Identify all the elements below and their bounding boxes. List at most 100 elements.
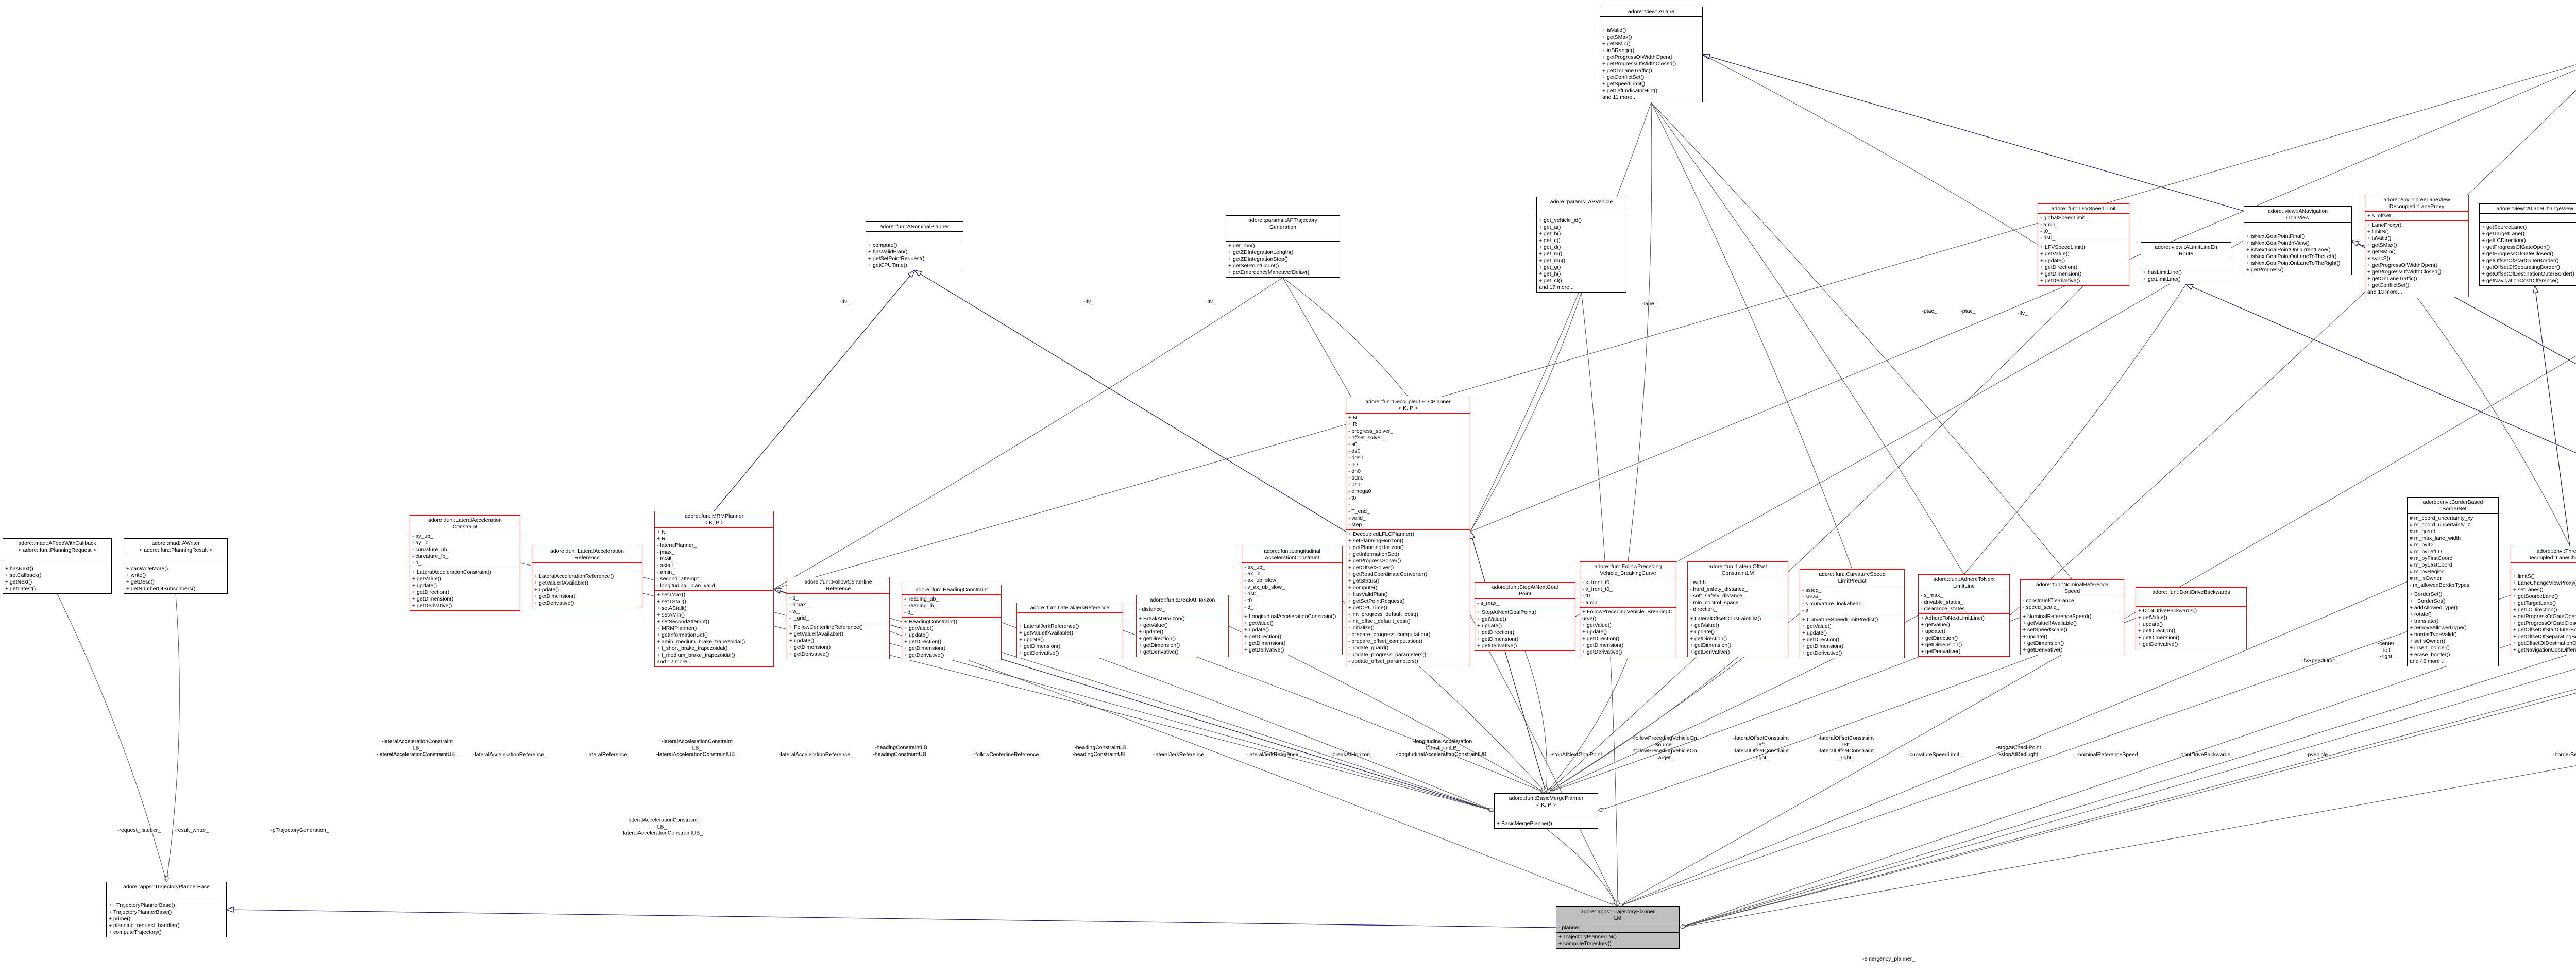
- attribute-row: - progress_solver_: [1348, 428, 1393, 434]
- class-node-apvehicle[interactable]: adore::params::APVehicle+ get_vehicle_id…: [1536, 197, 1626, 293]
- class-node-alane[interactable]: adore::view::ALane+ isValid()+ getSMax()…: [1600, 7, 1703, 102]
- edge-assoc: [1680, 766, 2576, 928]
- class-node-dlflc[interactable]: adore::fun::DecoupledLFLCPlanner < K, P …: [1346, 397, 1470, 666]
- method-row: + hasLimitLine(): [2143, 269, 2182, 276]
- class-node-tplm[interactable]: adore::apps::TrajectoryPlanner LM- plann…: [1556, 906, 1680, 949]
- method-row: + getDimension(): [1802, 643, 1844, 649]
- method-row: + getInformationSet(): [1348, 551, 1399, 557]
- method-row: + getOffsetOfStartOuterBorder(): [2513, 627, 2576, 633]
- class-node-afeedcb[interactable]: adore::mad::AFeedWithCallback < adore::f…: [3, 538, 112, 594]
- class-attrs: - ax_ub_- ax_lb_- ax_ub_slow_- v_ax_ub_s…: [1242, 562, 1342, 612]
- edge-plain: [1651, 102, 1853, 570]
- class-attrs: - s_max_: [1475, 598, 1575, 608]
- method-row: + hasValidPlan(): [868, 249, 908, 255]
- method-row: + getValueIfAvailable(): [2023, 620, 2077, 626]
- method-row: + getOffsetOfStartOuterBorder(): [2482, 258, 2559, 264]
- class-methods: + StopAtNextGoalPoint()+ getValue()+ upd…: [1475, 608, 1575, 650]
- attribute-row: - m_allowedBorderTypes: [2410, 582, 2470, 588]
- edge-label: -pvehicle_: [2306, 751, 2331, 758]
- class-methods: + TrajectoryPlannerLM()+ computeTrajecto…: [1556, 932, 1679, 948]
- method-row: + getDesc(): [126, 579, 155, 585]
- method-row: + update(): [2023, 633, 2048, 640]
- method-row: + setSecondAttempt(): [657, 619, 709, 625]
- attribute-row: - amin_: [657, 569, 675, 575]
- class-methods: + AdhereToNextLimitLine()+ getValue()+ u…: [1919, 613, 2009, 656]
- method-row: + BreakAtHorizon(): [1139, 615, 1185, 622]
- method-row: + get_m(): [1539, 251, 1563, 257]
- class-node-latjerkref[interactable]: adore::fun::LateralJerkReference+ Latera…: [1016, 603, 1123, 658]
- class-node-anavgoalview[interactable]: adore::view::ANavigation GoalView+ isNex…: [2244, 206, 2352, 275]
- edge-label: -lateralReference_: [585, 751, 631, 758]
- method-row: + hasValidPlan(): [1348, 591, 1388, 597]
- class-node-aptrajgen[interactable]: adore::params::APTrajectory Generation+ …: [1226, 215, 1340, 278]
- class-attrs: - width_- hard_safety_distance_- soft_sa…: [1688, 578, 1788, 614]
- method-row: + isNextGoalPointInView(): [2246, 240, 2310, 246]
- class-node-anominal[interactable]: adore::fun::ANominalPlanner+ compute()+ …: [866, 221, 963, 270]
- method-row: + MRMPlanner(): [657, 625, 697, 631]
- class-attrs: - distance_: [1137, 605, 1228, 614]
- class-node-lfvspeedlimit[interactable]: adore::fun::LFVSpeedLimit- globalSpeedLi…: [2038, 203, 2129, 286]
- class-node-laneproxy[interactable]: adore::env::ThreeLaneView Decoupled::Lan…: [2365, 195, 2469, 297]
- attribute-row: - n0: [1348, 461, 1358, 468]
- class-node-lcvproxy[interactable]: adore::env::ThreeLaneView Decoupled::Lan…: [2511, 546, 2576, 655]
- method-row: + getValueIfAvailable(): [789, 631, 843, 637]
- class-node-basicmerge[interactable]: adore::fun::BasicMergePlanner < K, P >+ …: [1494, 793, 1598, 829]
- attribute-row: - ds0_: [2040, 235, 2056, 241]
- class-node-followpreceding[interactable]: adore::fun::FollowPreceding Vehicle_Brea…: [1580, 561, 1676, 657]
- class-attrs: + N+ R- progress_solver_- offset_solver_…: [1346, 413, 1470, 529]
- class-node-lataccref[interactable]: adore::fun::LateralAcceleration Referenc…: [532, 546, 642, 608]
- class-title: adore::view::ALimitLineEn Route: [2155, 244, 2217, 257]
- class-attrs: [1495, 810, 1598, 819]
- method-row: + getDirection(): [1244, 633, 1282, 640]
- class-node-borderset[interactable]: adore::env::BorderBased ::BorderSet# m_c…: [2407, 497, 2499, 666]
- class-node-tpbase[interactable]: adore::apps::TrajectoryPlannerBase+ ~Tra…: [106, 882, 227, 937]
- class-node-adherenext[interactable]: adore::fun::AdhereToNext LimitLine- s_ma…: [1918, 574, 2010, 657]
- class-node-alanechangeview[interactable]: adore::view::ALaneChangeView+ getSourceL…: [2479, 203, 2576, 286]
- class-title: adore::fun::StopAtNextGoal Point: [1492, 584, 1558, 597]
- method-row: + getDimension(): [1690, 642, 1732, 648]
- attribute-row: - ax_lb_: [1244, 571, 1264, 577]
- method-row: + getNumberOfSubscribers(): [126, 586, 196, 592]
- class-node-alimitline[interactable]: adore::view::ALimitLineEn Route+ hasLimi…: [2141, 242, 2231, 284]
- class-node-headingcon[interactable]: adore::fun::HeadingConstraint- heading_u…: [902, 585, 1002, 660]
- method-row: + StopAtNextGoalPoint(): [1477, 609, 1537, 615]
- method-row: + getTargetLane(): [2482, 231, 2525, 237]
- method-row: + getValue(): [1244, 620, 1274, 626]
- method-row: + borderTypeValid(): [2410, 631, 2457, 638]
- attribute-row: - lateralPlanner_: [657, 542, 697, 549]
- class-node-lonacccon[interactable]: adore::fun::Longitudinal AccelerationCon…: [1242, 546, 1343, 655]
- attribute-row: - planner_: [1558, 924, 1583, 931]
- class-node-dontdrive[interactable]: adore::fun::DontDriveBackwards+ DontDriv…: [2136, 587, 2247, 649]
- method-row: + insert_border(): [2410, 645, 2450, 651]
- class-title: adore::view::ANavigation GoalView: [2267, 208, 2328, 221]
- method-row: + update(): [2040, 258, 2065, 264]
- edge-assoc: [1618, 355, 2576, 906]
- class-node-breakathorizon[interactable]: adore::fun::BreakAtHorizon- distance_+ B…: [1136, 595, 1229, 657]
- edge-plain: [773, 277, 1283, 589]
- attribute-row: - amin_: [2040, 221, 2059, 228]
- class-attrs: - s_front_t0_- v_front_t0_- t0_- amin_: [1580, 578, 1676, 607]
- edge-label: -breakAtHorizon_: [1331, 751, 1373, 758]
- method-row: and 46 more...: [2410, 658, 2445, 664]
- class-node-followcenterref[interactable]: adore::fun::FollowCenterline Reference- …: [787, 577, 890, 659]
- class-node-nominalrefspeed[interactable]: adore::fun::NominalReference Speed- cons…: [2020, 579, 2124, 655]
- class-node-mrm[interactable]: adore::fun::MRMPlanner < K, P >+ N+ R- l…: [654, 511, 774, 667]
- method-row: + update(): [534, 587, 560, 593]
- edge-assoc: [166, 593, 180, 882]
- class-node-latoffsetlm[interactable]: adore::fun::LateralOffset ConstraintLM- …: [1687, 561, 1788, 657]
- attribute-row: - s_max_: [1477, 600, 1500, 606]
- method-row: + update(): [1582, 629, 1607, 635]
- class-node-stopatnext[interactable]: adore::fun::StopAtNextGoal Point- s_max_…: [1475, 582, 1575, 651]
- class-methods: + CurvatureSpeedLimitPredict()+ getValue…: [1800, 615, 1904, 658]
- attribute-row: # m_byLastCoord: [2410, 562, 2452, 568]
- class-node-awriter[interactable]: adore::mad::AWriter < adore::fun::Planni…: [124, 538, 228, 594]
- class-methods: + get_rho()+ getZDIntegrationLength()+ g…: [1226, 241, 1340, 277]
- attribute-row: - hard_safety_distance_: [1690, 586, 1748, 592]
- attribute-row: - i_grid_: [789, 615, 809, 621]
- attribute-row: - dmax_: [789, 602, 809, 608]
- method-row: + getSMin(): [2367, 249, 2396, 255]
- method-row: + setCallback(): [5, 572, 42, 578]
- class-attrs: - constraintClearance_- speed_scale_: [2021, 596, 2124, 612]
- class-node-curvpredict[interactable]: adore::fun::CurvatureSpeed LimitPredict-…: [1800, 569, 1905, 658]
- class-node-latacccon[interactable]: adore::fun::LateralAcceleration Constrai…: [410, 515, 520, 611]
